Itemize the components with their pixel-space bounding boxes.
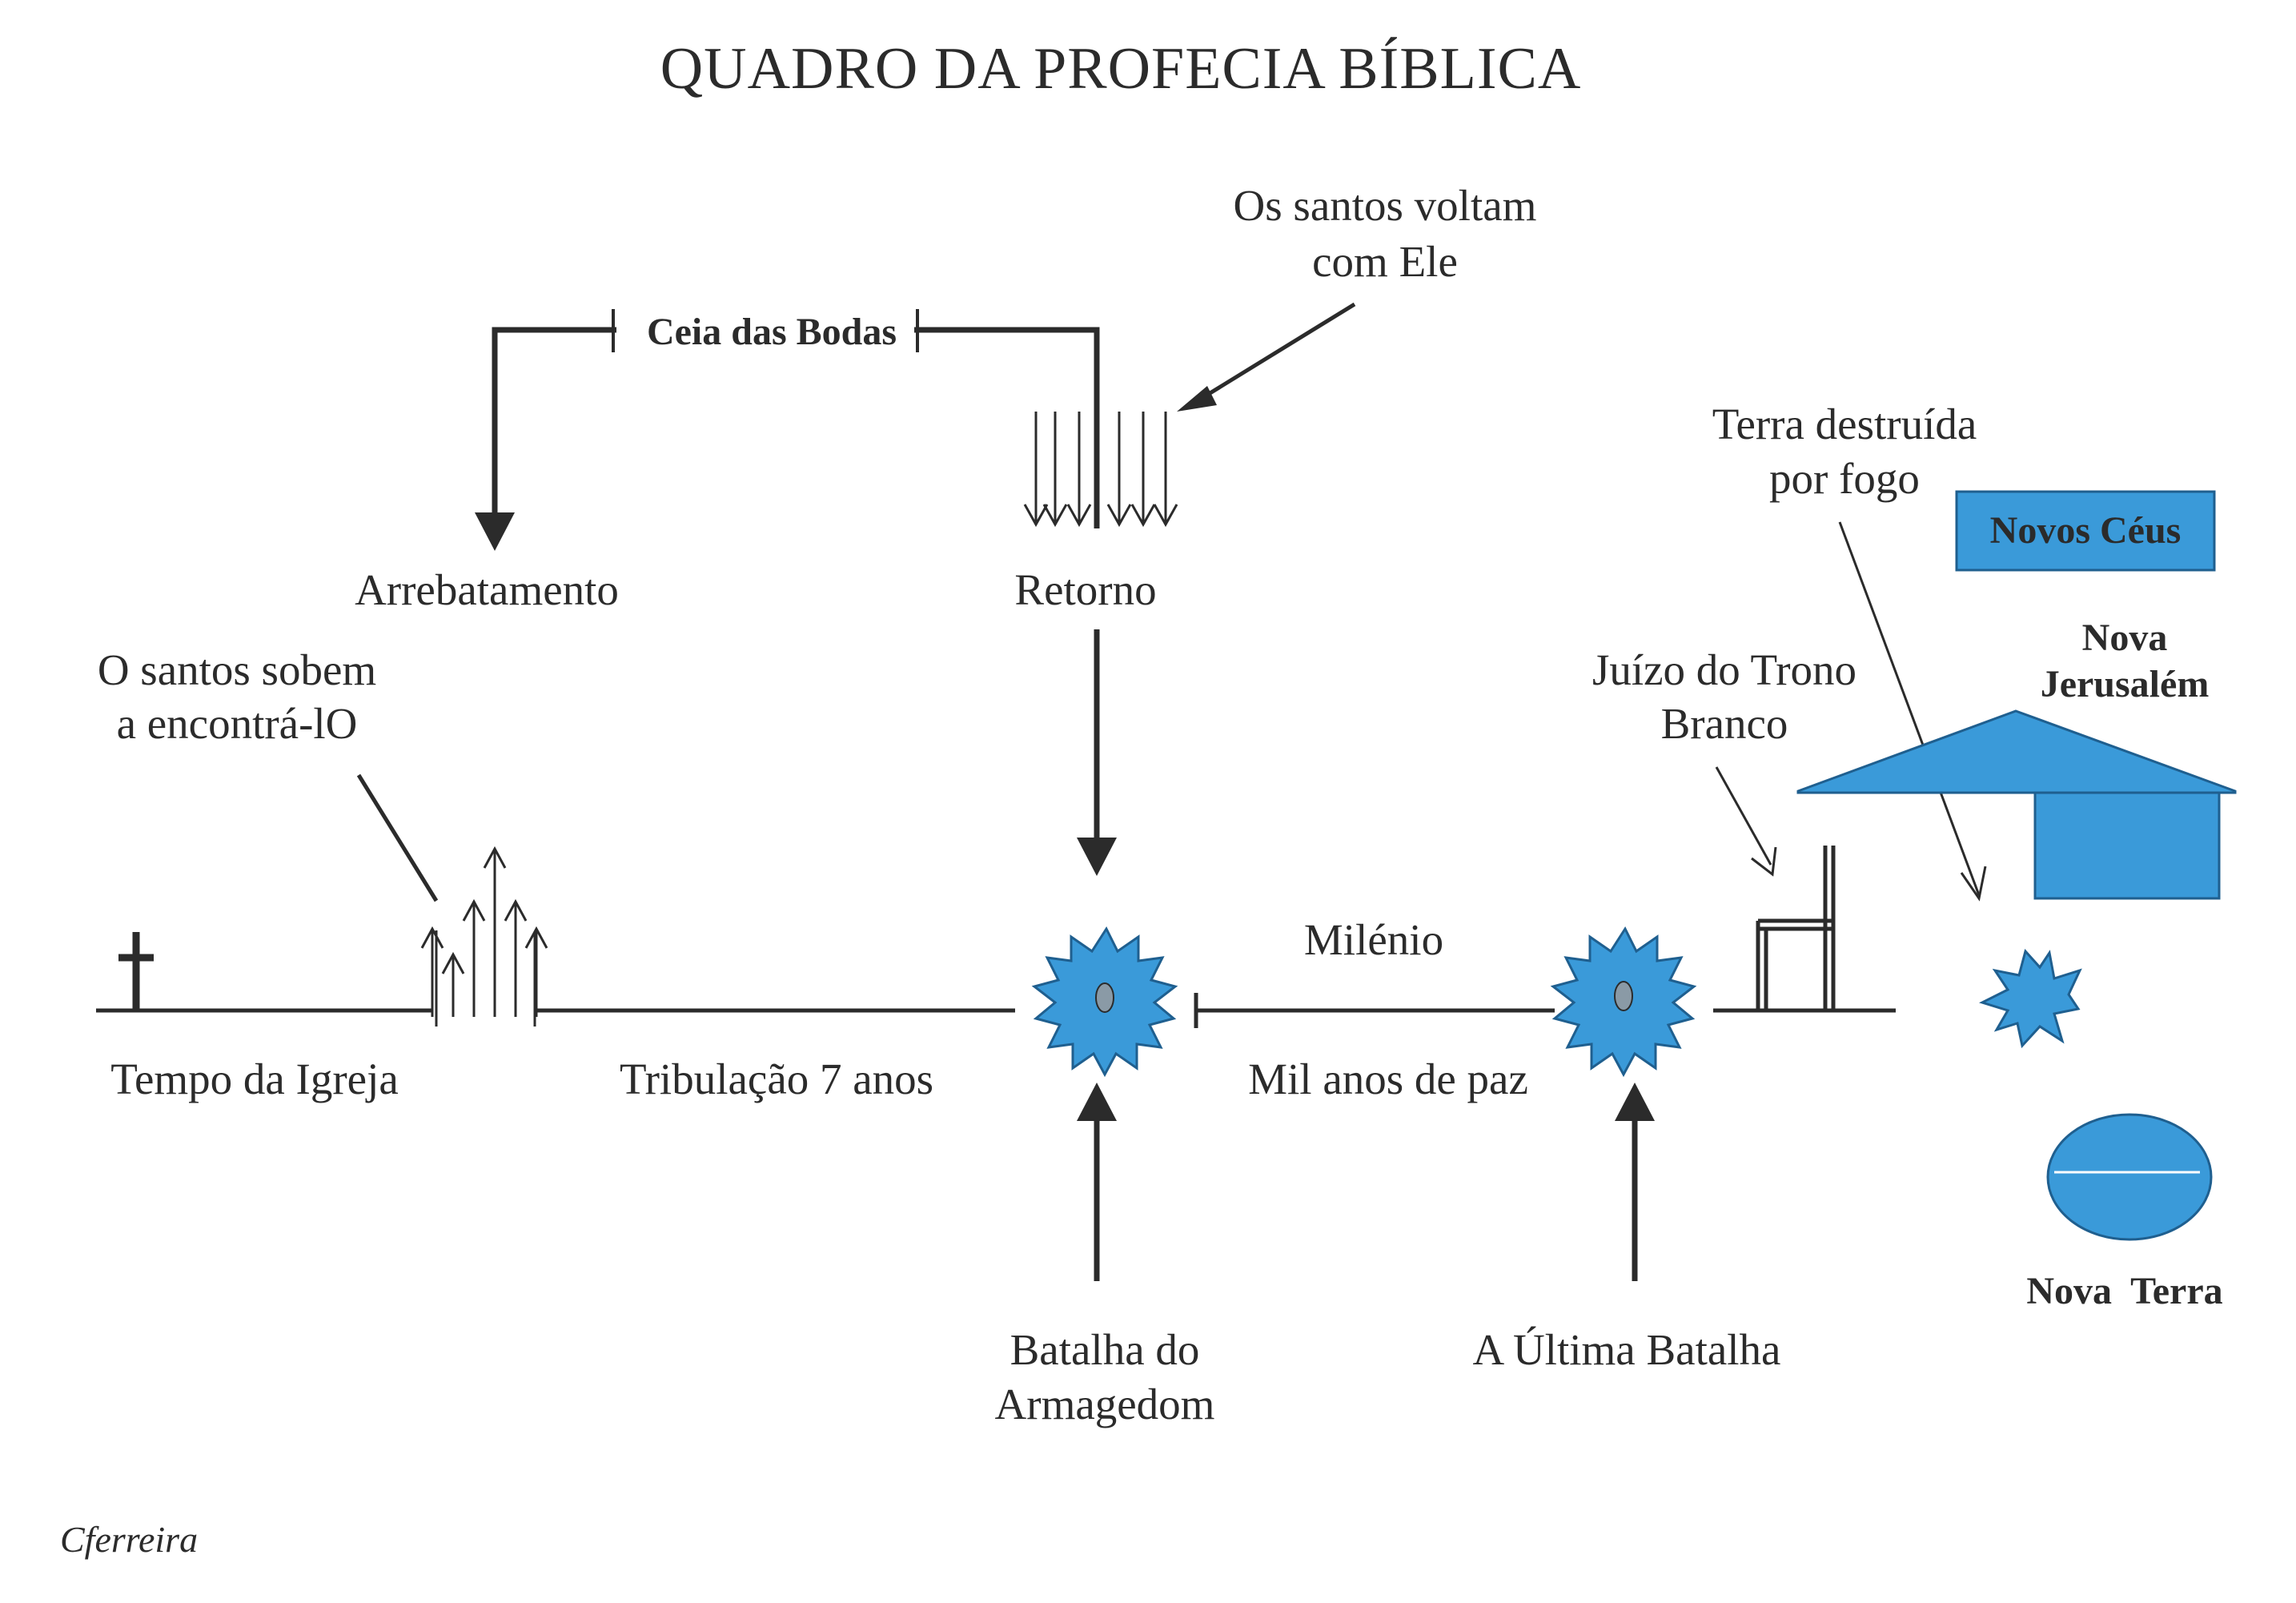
label-nova-terra: Nova Terra (2026, 1270, 2222, 1312)
label-santos-sobem-2: a encontrá-lO (117, 699, 358, 748)
label-retorno: Retorno (1014, 565, 1156, 614)
arrow-retorno-head (1077, 838, 1117, 876)
arrow-down-arrebatamento (475, 512, 515, 551)
arrowhead-terra-destruida (1960, 866, 1987, 902)
signature: Cferreira (60, 1519, 198, 1560)
throne-icon (1756, 846, 1836, 1010)
label-arrebatamento: Arrebatamento (355, 565, 619, 614)
pointer-line-terra-destruida (1838, 521, 1981, 896)
novos-ceus-box (1955, 490, 2216, 572)
label-santos-voltam-1: Os santos voltam (1234, 181, 1537, 230)
cross-icon (118, 932, 154, 1010)
label-tribulacao: Tribulação 7 anos (620, 1055, 933, 1103)
pointer-line-juizo (1715, 766, 1772, 866)
descending-saints-arrows (1023, 412, 1178, 528)
page-title: QUADRO DA PROFECIA BÍBLICA (660, 36, 1582, 102)
nova-terra-globe-icon (2046, 1113, 2213, 1241)
arrowhead-santos-voltam (1177, 386, 1217, 412)
earth-destroyed-burst-icon (1979, 948, 2082, 1049)
timeline (96, 993, 1896, 1028)
arrowhead-juizo (1751, 846, 1777, 877)
label-mil-anos: Mil anos de paz (1248, 1055, 1528, 1103)
label-juizo-1: Juízo do Trono (1592, 645, 1856, 694)
label-ultima-batalha: A Última Batalha (1473, 1325, 1781, 1374)
label-juizo-2: Branco (1661, 699, 1788, 748)
label-ceia-das-bodas: Ceia das Bodas (647, 311, 897, 353)
arrow-armagedom-head (1077, 1083, 1117, 1121)
label-nova-jerusalem-1: Nova (2082, 617, 2168, 659)
novos-ceus-label: Novos Céus (1990, 509, 2182, 552)
pointer-line-santos-sobem (356, 773, 439, 902)
pointer-line-santos-voltam (1199, 302, 1356, 401)
label-armagedom-1: Batalha do (1010, 1325, 1200, 1374)
arrow-ultima-head (1615, 1083, 1655, 1121)
label-santos-voltam-2: com Ele (1312, 237, 1458, 286)
label-terra-destruida-2: por fogo (1769, 454, 1920, 503)
label-nova-jerusalem-2: Jerusalém (2041, 663, 2210, 705)
label-terra-destruida-1: Terra destruída (1712, 400, 1977, 448)
label-santos-sobem-1: O santos sobem (98, 645, 376, 694)
ultima-batalha-burst-icon (1550, 926, 1697, 1078)
nova-jerusalem-house-icon (1796, 709, 2237, 900)
rising-saints-arrows (420, 846, 548, 1026)
label-tempo-igreja: Tempo da Igreja (110, 1055, 399, 1103)
label-milenio: Milénio (1304, 915, 1443, 964)
armagedom-burst-icon (1031, 926, 1178, 1078)
label-armagedom-2: Armagedom (995, 1380, 1215, 1428)
ceia-bracket (492, 309, 1100, 528)
